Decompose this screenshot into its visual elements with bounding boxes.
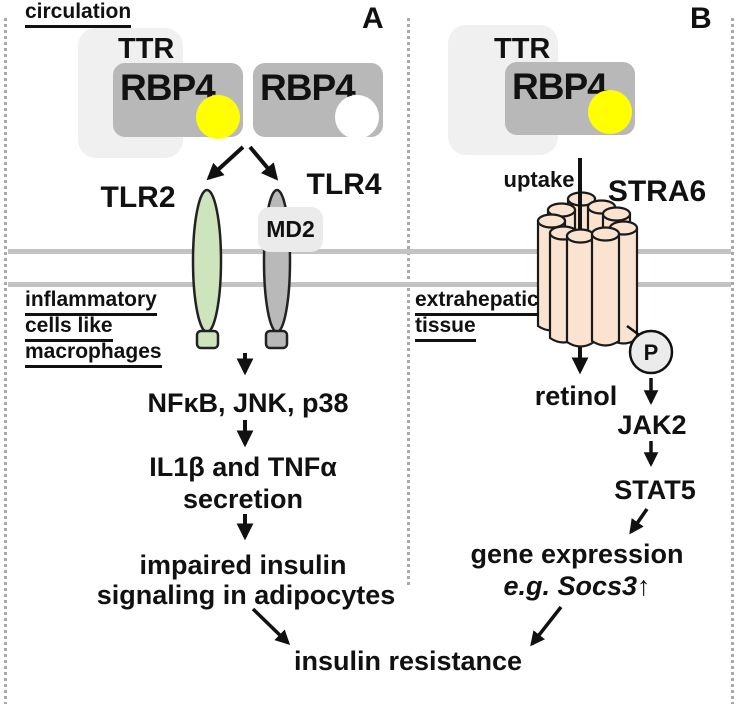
left-dotted-border [4,18,7,704]
retinol-ligand-icon [196,95,240,139]
arrow-gene-to-outcome [530,605,563,647]
stra6-barrel-front [548,220,639,348]
empty-ligand-icon [335,95,379,139]
tissue-line-1: extrahepatic [415,288,539,316]
ttr-label-a: TTR [118,33,175,65]
rbp4-holo-box-b: RBP4 [505,62,635,135]
rbp4-holo-label-a: RBP4 [120,67,216,108]
right-dotted-border [731,18,734,704]
arrow-rbp4-to-tlr2 [206,145,245,181]
panel-b-letter: B [690,2,712,35]
membrane-outer-line [8,249,731,254]
ttr-label-b: TTR [494,33,551,65]
cell-type-line-2: cells like [25,314,113,342]
rbp4-apo-label-a: RBP4 [260,67,356,108]
cell-type-line-3: macrophages [25,340,162,368]
tissue-line-2: tissue [415,314,476,342]
stat5-label: STAT5 [614,475,696,505]
retinol-ligand-icon-b [588,90,632,134]
phosphate-circle-icon [628,329,674,375]
rbp4-apo-box-a: RBP4 [253,63,383,139]
md2-box: MD2 [258,207,323,252]
impaired-line-1: impaired insulin [139,550,347,580]
cytokines-line-2: secretion [182,484,304,514]
cytokines-line-1: IL1β and TNFα [149,452,337,482]
jak2-label: JAK2 [617,410,687,440]
impaired-line-2: signaling in adipocytes [96,580,396,610]
tlr2-receptor-icon [191,188,223,350]
signaling-label: NFκB, JNK, p38 [147,388,349,418]
cell-type-line-1: inflammatory [25,288,157,316]
tlr2-label: TLR2 [100,181,176,214]
arrow-rbp4-to-tlr4 [248,145,279,181]
panel-a-letter: A [362,2,384,35]
gene-expression-line-2: e.g. Socs3↑ [503,571,651,601]
uptake-label: uptake [503,167,575,192]
membrane-inner-line [8,282,731,287]
outcome-label: insulin resistance [293,646,523,676]
rbp4-holo-box-a: RBP4 [113,63,243,139]
phosphate-label: P [643,340,659,365]
tlr4-label: TLR4 [306,168,382,201]
gene-expression-line-1: gene expression [470,539,684,569]
arrow-impaired-to-outcome [251,607,291,646]
stra6-label: STRA6 [607,175,707,208]
panel-divider [407,18,410,588]
arrow-stat5-to-gene [629,508,649,535]
region-label-circulation: circulation [25,0,132,28]
retinol-label: retinol [534,381,618,411]
md2-label: MD2 [266,216,315,242]
